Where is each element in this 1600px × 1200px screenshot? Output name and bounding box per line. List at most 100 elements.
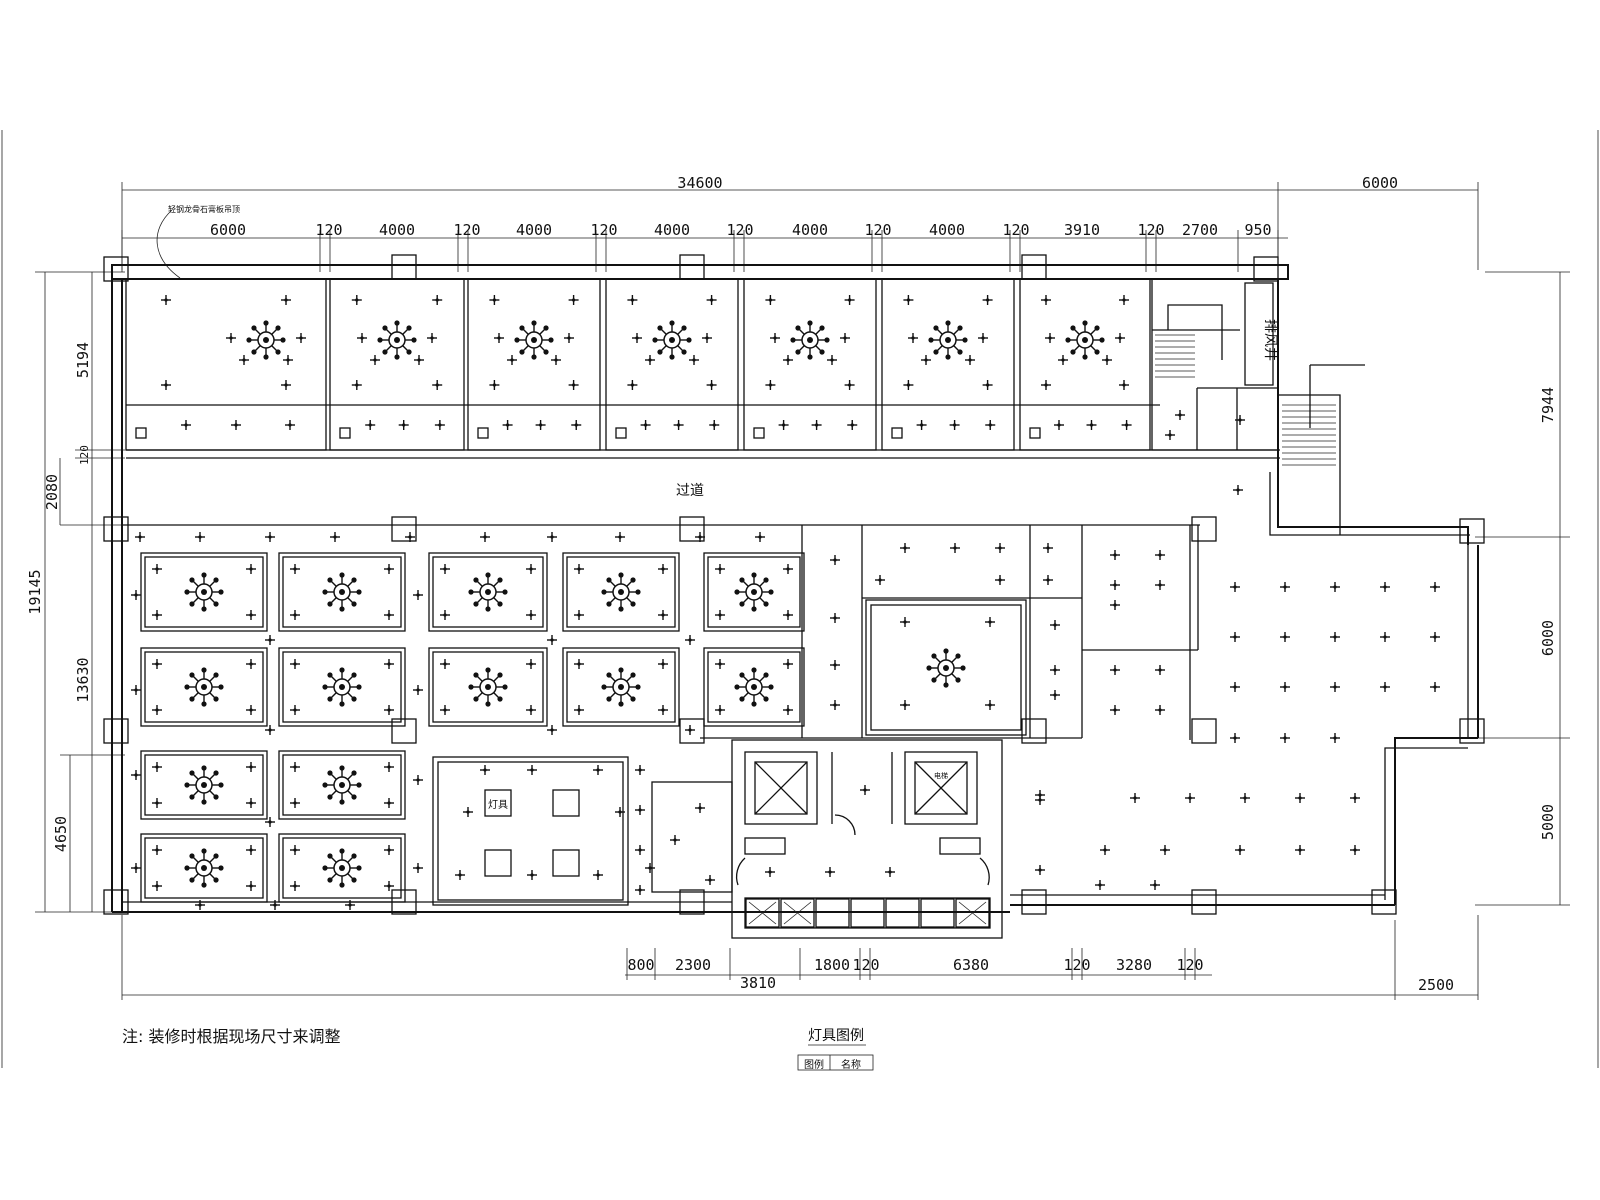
right-dimension-chain: 7944 6000 5000 bbox=[1475, 271, 1570, 906]
column bbox=[1191, 889, 1217, 915]
downlight-icon bbox=[1295, 793, 1305, 803]
shaft-label: 排风井 bbox=[1262, 319, 1278, 361]
dim-bottom-seg: 2300 bbox=[675, 956, 711, 974]
downlight-icon bbox=[695, 532, 705, 542]
downlight-icon bbox=[1054, 420, 1064, 430]
downlight-icon bbox=[770, 333, 780, 343]
downlight-icon bbox=[695, 803, 705, 813]
dim-right-seg: 6000 bbox=[1539, 620, 1557, 656]
top-dimension-chain: 34600 6000 6000 120 4000 120 4000 120 40… bbox=[121, 174, 1479, 279]
downlight-icon bbox=[574, 610, 584, 620]
dim-bottom-seg: 1800 bbox=[814, 956, 850, 974]
downlight-icon bbox=[645, 355, 655, 365]
downlight-icon bbox=[489, 295, 500, 305]
chandelier-icon bbox=[652, 320, 692, 360]
downlight-icon bbox=[246, 798, 256, 808]
downlight-icon bbox=[627, 295, 638, 305]
downlight-icon bbox=[1050, 690, 1060, 700]
dim-top-seg: 4000 bbox=[654, 221, 690, 239]
downlight-icon bbox=[985, 617, 995, 627]
vent-icon bbox=[477, 427, 489, 439]
downlight-icon bbox=[827, 355, 837, 365]
downlight-icon bbox=[916, 420, 927, 430]
downlight-icon bbox=[283, 355, 293, 365]
dim-top-seg: 6000 bbox=[210, 221, 246, 239]
downlight-icon bbox=[978, 333, 988, 343]
locker bbox=[745, 898, 780, 928]
downlight-icon bbox=[489, 380, 500, 390]
downlight-icon bbox=[1233, 485, 1243, 495]
downlight-icon bbox=[351, 380, 362, 390]
downlight-icon bbox=[480, 765, 490, 775]
downlight-icon bbox=[502, 420, 513, 430]
downlight-icon bbox=[547, 635, 557, 645]
downlight-icon bbox=[1430, 682, 1440, 692]
downlight-icon bbox=[995, 543, 1005, 553]
downlight-icon bbox=[1280, 582, 1290, 592]
downlight-icon bbox=[635, 845, 645, 855]
downlight-icon bbox=[290, 845, 300, 855]
downlight-icon bbox=[152, 798, 162, 808]
dim-left-seg: 13630 bbox=[74, 657, 92, 702]
downlight-icon bbox=[290, 659, 300, 669]
column bbox=[391, 254, 417, 280]
note-text: 注: 装修时根据现场尺寸来调整 bbox=[122, 1027, 340, 1046]
downlight-icon bbox=[1110, 705, 1120, 715]
downlight-icon bbox=[290, 798, 300, 808]
column bbox=[679, 889, 705, 915]
dim-top-seg: 120 bbox=[1002, 221, 1029, 239]
downlight-icon bbox=[715, 705, 725, 715]
downlight-icon bbox=[755, 532, 765, 542]
column bbox=[1459, 718, 1485, 744]
downlight-icon bbox=[455, 870, 465, 880]
upper-room bbox=[743, 278, 877, 451]
downlight-icon bbox=[844, 295, 855, 305]
downlight-icon bbox=[673, 420, 684, 430]
downlight-icon bbox=[131, 590, 141, 600]
downlight-icon bbox=[281, 295, 291, 305]
downlight-icon bbox=[270, 900, 280, 910]
ceiling-panel bbox=[278, 552, 406, 632]
downlight-icon bbox=[1050, 665, 1060, 675]
downlight-icon bbox=[765, 295, 776, 305]
column bbox=[679, 516, 705, 542]
downlight-icon bbox=[370, 355, 380, 365]
downlight-icon bbox=[1095, 880, 1105, 890]
downlight-icon bbox=[1380, 682, 1390, 692]
dim-right-seg: 7944 bbox=[1539, 387, 1557, 423]
downlight-icon bbox=[551, 355, 561, 365]
downlight-icon bbox=[1121, 420, 1132, 430]
downlight-icon bbox=[706, 380, 717, 390]
downlight-icon bbox=[709, 420, 720, 430]
downlight-icon bbox=[903, 380, 914, 390]
downlight-icon bbox=[765, 380, 776, 390]
downlight-icon bbox=[765, 867, 775, 877]
ceiling-panel bbox=[703, 552, 805, 632]
downlight-icon bbox=[351, 295, 362, 305]
downlight-icon bbox=[965, 355, 975, 365]
chandelier-icon bbox=[601, 572, 641, 612]
downlight-icon bbox=[526, 659, 536, 669]
downlight-icon bbox=[195, 532, 205, 542]
downlight-icon bbox=[1380, 582, 1390, 592]
downlight-icon bbox=[1230, 632, 1240, 642]
column bbox=[1021, 718, 1047, 744]
dim-top-right: 6000 bbox=[1362, 174, 1398, 192]
dim-bottom-seg: 800 bbox=[627, 956, 654, 974]
downlight-icon bbox=[365, 420, 376, 430]
dim-top-seg: 120 bbox=[453, 221, 480, 239]
downlight-icon bbox=[152, 610, 162, 620]
vent-icon bbox=[891, 427, 903, 439]
downlight-icon bbox=[1165, 430, 1175, 440]
downlight-icon bbox=[547, 532, 557, 542]
chandelier-icon bbox=[926, 648, 966, 688]
downlight-icon bbox=[285, 420, 295, 430]
ceiling-panel bbox=[562, 552, 680, 632]
downlight-icon bbox=[526, 564, 536, 574]
downlight-icon bbox=[330, 532, 340, 542]
downlight-icon bbox=[1235, 415, 1245, 425]
downlight-icon bbox=[434, 420, 445, 430]
downlight-icon bbox=[1330, 632, 1340, 642]
small-lobby-room bbox=[651, 781, 733, 893]
downlight-icon bbox=[440, 564, 450, 574]
